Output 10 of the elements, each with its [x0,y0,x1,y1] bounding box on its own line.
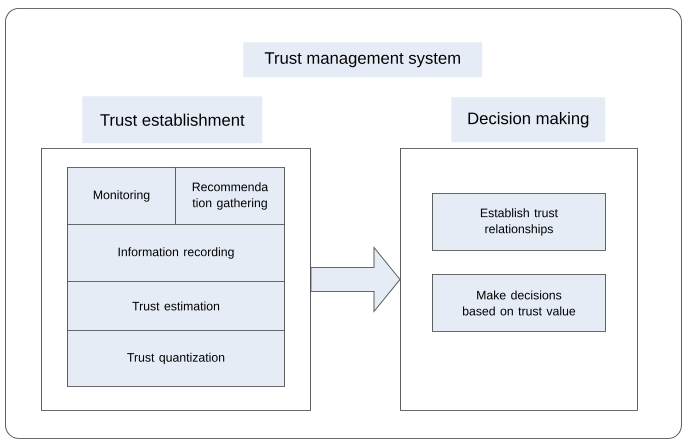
heading-label: Trust establishment [82,96,262,144]
process-box: Make decisions based on trust value [432,274,606,332]
heading-label: Decision making [451,97,606,142]
block-arrow [310,246,401,313]
heading-label: Trust management system [243,42,482,78]
cell: Trust quantization [67,330,285,387]
cell: Trust estimation [67,281,285,331]
cell: Recommenda tion gathering [175,167,285,225]
cell: Monitoring [67,167,176,225]
process-box: Establish trust relationships [432,193,606,251]
